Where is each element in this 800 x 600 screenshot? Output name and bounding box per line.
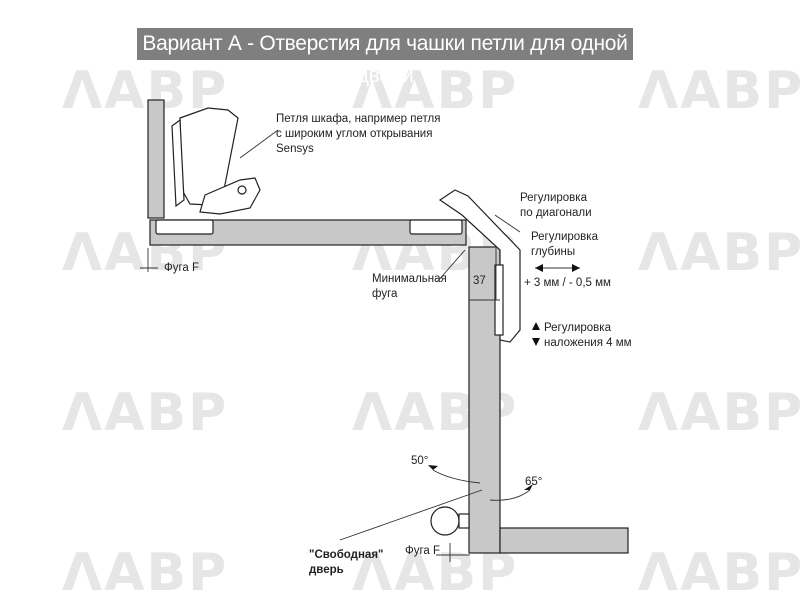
label-line: дверь xyxy=(309,564,344,576)
hinge-plate xyxy=(171,118,185,208)
watermark-logo: ΛАВР xyxy=(638,543,800,600)
angle-65-label: 65° xyxy=(525,476,543,488)
hinge-hole xyxy=(237,185,247,195)
watermark-logo: ΛАВР xyxy=(638,61,800,121)
free-door-label: "Свободная" дверь xyxy=(309,548,383,578)
diag-adjust-arrow xyxy=(494,214,521,233)
door-knob xyxy=(430,506,460,536)
watermark-logo: ΛАВР xyxy=(638,223,800,283)
label-line: фуга xyxy=(372,288,398,300)
watermark-logo: ΛАВР xyxy=(62,543,228,600)
label-line: "Свободная" xyxy=(309,549,384,561)
depth-range-label: + 3 мм / - 0,5 мм xyxy=(524,277,611,289)
diag-adjust-label: Регулировка по диагонали xyxy=(520,191,592,221)
label-line: глубины xyxy=(531,246,576,258)
dimension-37-label: 37 xyxy=(473,275,486,287)
door-knob-stem xyxy=(458,513,470,529)
angle-65-arrowhead xyxy=(524,484,533,490)
free-door-leader-line xyxy=(339,489,483,541)
hinge-cup-hole-left xyxy=(155,219,214,235)
adjacent-panel-bottom xyxy=(499,527,629,554)
overlay-down-arrow xyxy=(532,338,540,346)
arrowhead xyxy=(572,264,580,272)
arrowhead xyxy=(535,264,543,272)
gap-f-top-label: Фуга F xyxy=(164,262,200,274)
label-line: Минимальная xyxy=(372,273,447,285)
label-line: Регулировка xyxy=(531,231,598,243)
cabinet-side-panel-left xyxy=(147,99,165,219)
hinge-leader-line xyxy=(239,129,279,159)
hinge-label-line: Sensys xyxy=(276,143,314,155)
depth-adjust-label: Регулировка глубины xyxy=(531,230,598,260)
label-line: Регулировка xyxy=(544,322,611,334)
watermark-logo: ΛАВР xyxy=(638,383,800,443)
watermark-logo: ΛАВР xyxy=(62,383,228,443)
angle-65-arc xyxy=(489,489,531,501)
angle-50-arrowhead xyxy=(428,465,438,470)
label-line: Регулировка xyxy=(520,192,587,204)
watermark-logo: ΛАВР xyxy=(352,61,518,121)
angle-50-label: 50° xyxy=(411,455,429,467)
min-gap-label: Минимальная фуга xyxy=(372,272,447,302)
hinge-label-line: Петля шкафа, например петля xyxy=(276,113,441,125)
angle-50-arc xyxy=(432,469,481,484)
page-title: Вариант А - Отверстия для чашки петли дл… xyxy=(137,28,633,87)
hinge-label: Петля шкафа, например петля с широким уг… xyxy=(276,112,440,157)
gap-f-bottom-label: Фуга F xyxy=(405,545,441,557)
hinge-cup-hole-right xyxy=(409,219,463,235)
min-gap-leader-line xyxy=(436,249,466,283)
overlay-up-arrow xyxy=(532,322,540,330)
overlay-adjust-label: Регулировка наложения 4 мм xyxy=(544,321,632,351)
label-line: по диагонали xyxy=(520,207,592,219)
hinge-label-line: с широким углом открывания xyxy=(276,128,433,140)
label-line: наложения 4 мм xyxy=(544,337,632,349)
